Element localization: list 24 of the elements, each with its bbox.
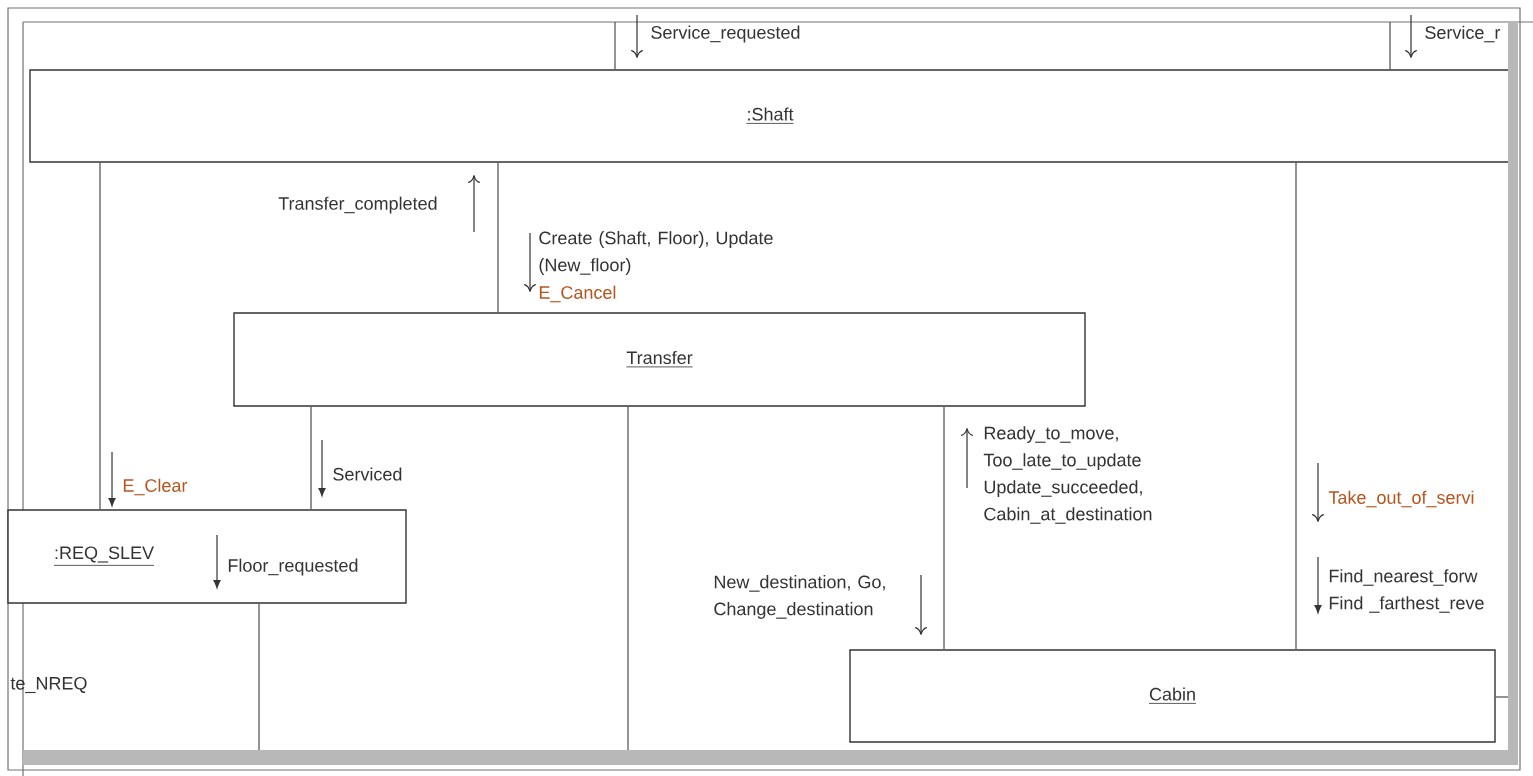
message-label: Floor_requested — [228, 558, 358, 576]
message-label: Take_out_of_servi — [1328, 490, 1474, 508]
message-label: Service_requested — [651, 25, 800, 43]
connector-line — [1389, 21, 1391, 70]
connector-line — [310, 406, 312, 510]
connector-line — [614, 21, 616, 70]
connector-line — [1295, 162, 1297, 650]
message-label: Ready_to_move, Too_late_to_update Update_succeeded, Cabin_at_destination — [983, 426, 1152, 524]
message-label: Serviced — [333, 467, 402, 481]
connector-line — [99, 162, 101, 510]
object-box: Transfer — [233, 312, 1086, 407]
message-label: Find_nearest_forw Find _farthest_reve — [1329, 569, 1484, 613]
message-label: Transfer_completed — [278, 196, 437, 214]
object-box: Cabin — [849, 649, 1496, 743]
object-box: :Shaft — [29, 69, 1511, 163]
connector-line — [258, 603, 260, 751]
connector-line — [1495, 696, 1509, 698]
connector-line — [627, 406, 629, 751]
connector-line — [943, 406, 945, 650]
message-label: te_NREQ — [10, 676, 87, 694]
message-label: Service_r — [1425, 25, 1501, 43]
message-label: Create (Shaft, Floor), Update (New_floor) — [539, 231, 773, 275]
message-label: New_destination, Go, Change_destination — [714, 575, 885, 619]
connector-line — [497, 162, 499, 313]
